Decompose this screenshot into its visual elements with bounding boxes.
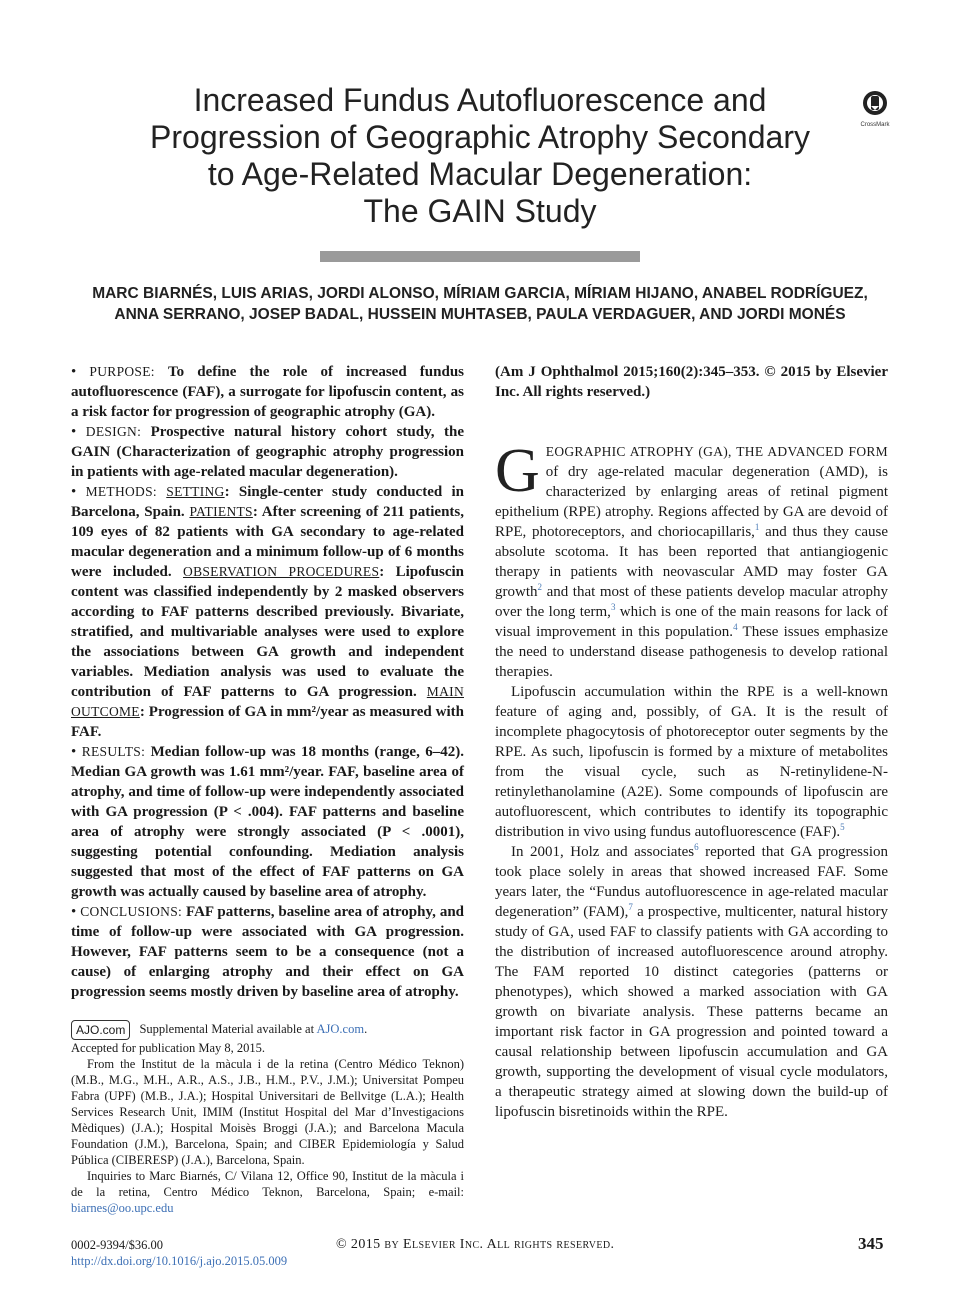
intro-text: a prospective, multicenter, natural hist…: [495, 904, 888, 1120]
crossmark-label: CrossMark: [860, 122, 890, 128]
setting-text: : Single-center study conducted in Barce…: [71, 484, 465, 520]
crossmark-badge[interactable]: CrossMark: [857, 90, 893, 128]
supplemental-link[interactable]: AJO.com: [316, 1021, 365, 1036]
supplemental-text: Supplemental Material available at: [139, 1021, 315, 1036]
abstract-design: • DESIGN: Prospective natural history co…: [71, 422, 464, 482]
intro-text: which is one of the main reasons for lac…: [495, 604, 889, 640]
footer-identifiers: 0002-9394/$36.00 http://dx.doi.org/10.10…: [71, 1237, 287, 1269]
patients-text: : After screening of 211 patients, 109 e…: [71, 504, 464, 580]
results-label: RESULTS:: [81, 744, 146, 759]
reference-link[interactable]: 6: [694, 842, 699, 852]
abstract: • PURPOSE: To define the role of increas…: [71, 362, 464, 1002]
abstract-citation: (Am J Ophthalmol 2015;160(2):345–353. © …: [495, 364, 888, 400]
reference-link[interactable]: 2: [537, 582, 543, 592]
reference-link[interactable]: 3: [610, 602, 616, 612]
purpose-label: PURPOSE:: [89, 364, 155, 379]
title-divider: [320, 251, 640, 262]
right-column: (Am J Ophthalmol 2015;160(2):345–353. © …: [495, 362, 888, 1122]
intro-paragraph-2: Lipofuscin accumulation within the RPE i…: [495, 682, 888, 842]
observation-procedures-text: : Lipofuscin content was classified inde…: [71, 564, 464, 700]
intro-text: In 2001, Holz and associates: [511, 844, 695, 860]
article-title: Increased Fundus Autofluorescence and Pr…: [100, 82, 860, 230]
conclusions-text: FAF patterns, baseline area of atrophy, …: [71, 904, 465, 1000]
abstract-conclusions: • CONCLUSIONS: FAF patterns, baseline ar…: [71, 902, 464, 1002]
supplemental-end: .: [364, 1021, 368, 1036]
abstract-results: • RESULTS: Median follow-up was 18 month…: [71, 742, 464, 902]
title-line: to Age-Related Macular Degeneration:: [207, 156, 753, 192]
inquiries-text: Inquiries to Marc Biarnés, C/ Vilana 12,…: [71, 1169, 464, 1199]
bullet: •: [71, 364, 77, 380]
affiliation-note: From the Institut de la màcula i de la r…: [71, 1057, 464, 1167]
intro-paragraph-3: In 2001, Holz and associates6 reported t…: [495, 842, 888, 1122]
bullet: •: [71, 744, 77, 760]
intro-text: These issues emphasize the need to under…: [495, 624, 888, 680]
observation-procedures-label: OBSERVATION PROCEDURES: [183, 564, 380, 579]
intro-text: reported that GA progression took place …: [495, 844, 889, 920]
bullet: •: [71, 484, 77, 500]
inquiries-note: Inquiries to Marc Biarnés, C/ Vilana 12,…: [71, 1168, 464, 1216]
author-list: MARC BIARNÉS, LUIS ARIAS, JORDI ALONSO, …: [70, 283, 890, 325]
title-line: The GAIN Study: [363, 193, 597, 229]
intro-lead: EOGRAPHIC ATROPHY (GA), THE ADVANCED FOR…: [545, 444, 888, 459]
design-label: DESIGN:: [85, 424, 142, 439]
intro-paragraph-1: G EOGRAPHIC ATROPHY (GA), THE ADVANCED FO…: [495, 437, 889, 682]
author-line: MARC BIARNÉS, LUIS ARIAS, JORDI ALONSO, …: [92, 285, 868, 302]
intro-text: of dry age-related macular degeneration …: [495, 464, 888, 540]
title-line: Increased Fundus Autofluorescence and: [193, 82, 767, 118]
author-line: ANNA SERRANO, JOSEP BADAL, HUSSEIN MUHTA…: [114, 306, 846, 323]
drop-cap: G: [495, 437, 540, 505]
footer-copyright: © 2015 by Elsevier Inc. All rights reser…: [336, 1237, 615, 1252]
purpose-text: To define the role of increased fundus a…: [71, 364, 465, 420]
crossmark-icon: [863, 91, 887, 115]
design-text: Prospective natural history cohort study…: [71, 424, 465, 480]
conclusions-label: CONCLUSIONS:: [80, 904, 183, 919]
setting-label: SETTING: [166, 484, 225, 499]
abstract-purpose: • PURPOSE: To define the role of increas…: [71, 362, 464, 422]
methods-label: METHODS:: [85, 484, 157, 499]
intro-text: and that most of these patients develop …: [495, 584, 889, 620]
results-text: Median follow-up was 18 months (range, 6…: [71, 744, 465, 900]
footnotes: AJO.com Supplemental Material available …: [71, 1020, 464, 1216]
title-line: Progression of Geographic Atrophy Second…: [150, 119, 810, 155]
abstract-methods: • METHODS: SETTING: Single-center study …: [71, 482, 464, 742]
page-number: 345: [858, 1234, 884, 1253]
main-outcome-label: MAIN OUTCOME: [71, 684, 464, 719]
bullet: •: [71, 904, 77, 920]
reference-link[interactable]: 7: [628, 902, 633, 912]
reference-link[interactable]: 1: [754, 522, 760, 532]
bullet: •: [71, 424, 77, 440]
accepted-note: Accepted for publication May 8, 2015.: [71, 1041, 266, 1055]
intro-text: Lipofuscin accumulation within the RPE i…: [495, 684, 888, 840]
ajo-logo: AJO.com: [71, 1020, 131, 1040]
doi-link[interactable]: http://dx.doi.org/10.1016/j.ajo.2015.05.…: [71, 1254, 288, 1268]
email-link[interactable]: biarnes@oo.upc.edu: [71, 1201, 174, 1215]
issn: 0002-9394/$36.00: [71, 1238, 164, 1252]
reference-link[interactable]: 5: [840, 822, 845, 832]
supplemental-note: AJO.com Supplemental Material available …: [71, 1020, 464, 1040]
main-outcome-text: : Progression of GA in mm²/year as measu…: [71, 704, 464, 740]
intro-text: and thus they cause absolute scotoma. It…: [495, 524, 888, 600]
reference-link[interactable]: 4: [733, 622, 738, 632]
patients-label: PATIENTS: [189, 504, 253, 519]
